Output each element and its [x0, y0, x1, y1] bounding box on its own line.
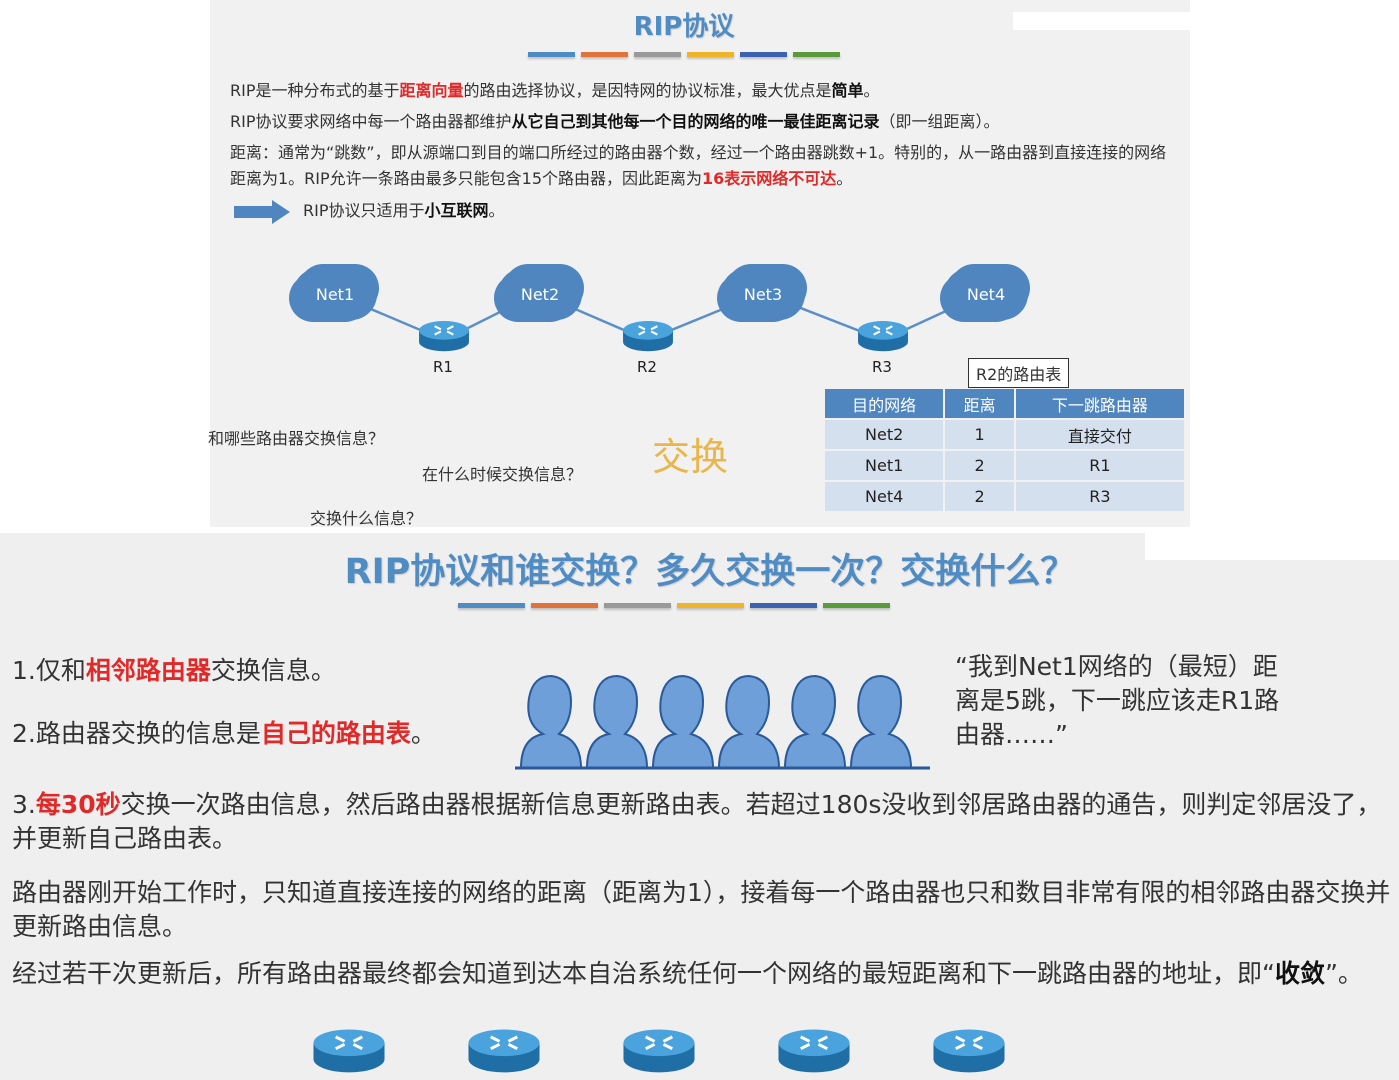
- accent-bar: [531, 603, 598, 608]
- arrow-right-icon: [234, 200, 290, 224]
- table-cell: Net2: [825, 420, 944, 449]
- text-run: 距离：通常为“跳数”，即从源端口到目的端口所经过的路由器个数，经过一个路由器跳数…: [230, 143, 1167, 188]
- exchange-word: 交换: [652, 435, 729, 479]
- slide-rip-exchange: [0, 533, 1399, 1080]
- paragraph-convergence: 经过若干次更新后，所有路由器最终都会知道到达本自治系统任何一个网络的最短距离和下…: [12, 957, 1392, 991]
- router-icon: [313, 1029, 385, 1073]
- text-run: 2.路由器交换的信息是: [12, 719, 261, 748]
- person-icon: [651, 674, 715, 769]
- highlight-text: 从它自己到其他每一个目的网络的唯一最佳距离记录: [511, 112, 880, 131]
- text-run: （即一组距离）。: [879, 112, 1000, 131]
- person-icon: [717, 674, 781, 769]
- accent-bars: [458, 603, 890, 608]
- text-run: 。: [410, 719, 436, 748]
- quote: “我到Net1网络的（最短）距离是5跳，下一跳应该走R1路由器……”: [955, 652, 1280, 749]
- text-run: 的路由选择协议，是因特网的协议标准，最大优点是: [463, 81, 832, 100]
- highlight-text: 自己的路由表: [260, 719, 411, 748]
- accent-bar: [677, 603, 744, 608]
- router-label: R3: [872, 358, 892, 376]
- highlight-text: 收敛: [1274, 959, 1325, 988]
- highlight-text: 相邻路由器: [85, 656, 211, 685]
- col-header: 目的网络: [825, 389, 944, 418]
- table-cell: 1: [945, 420, 1014, 449]
- person-icon: [585, 674, 649, 769]
- accent-bar: [528, 52, 575, 57]
- slide1-paragraph-3: 距离：通常为“跳数”，即从源端口到目的端口所经过的路由器个数，经过一个路由器跳数…: [230, 140, 1180, 192]
- point-2: 2.路由器交换的信息是自己的路由表。: [12, 717, 436, 751]
- network-cloud: Net2: [498, 268, 582, 320]
- router-label: R1: [433, 358, 453, 376]
- accent-bar: [740, 52, 787, 57]
- text-run: RIP协议只适用于: [303, 201, 425, 220]
- point-3: 3.每30秒交换一次路由信息，然后路由器根据新信息更新路由表。若超过180s没收…: [12, 788, 1387, 856]
- question-what: 交换什么信息？: [310, 509, 423, 528]
- table-cell: 2: [945, 451, 1014, 480]
- network-cloud: Net3: [721, 268, 805, 320]
- paragraph-initial-state: 路由器刚开始工作时，只知道直接连接的网络的距离（距离为1），接着每一个路由器也只…: [12, 878, 1391, 941]
- accent-bar: [823, 603, 890, 608]
- text-run: 交换信息。: [210, 656, 336, 685]
- text-run: 经过若干次更新后，所有路由器最终都会知道到达本自治系统任何一个网络的最短距离和下…: [12, 959, 1275, 988]
- accent-bars: [528, 52, 840, 57]
- accent-bar: [604, 603, 671, 608]
- router-icon: [623, 321, 673, 352]
- accent-bar: [793, 52, 840, 57]
- question-who: 和哪些路由器交换信息？: [208, 429, 385, 448]
- router-icon: [778, 1029, 850, 1073]
- router-icon: [858, 321, 908, 352]
- table-cell: R3: [1015, 482, 1184, 511]
- table-cell: R1: [1015, 451, 1184, 480]
- col-header: 距离: [945, 389, 1014, 418]
- router-label: R2: [637, 358, 657, 376]
- highlight-text: 16表示网络不可达: [702, 169, 837, 188]
- network-cloud: Net4: [944, 268, 1028, 320]
- router-icon: [468, 1029, 540, 1073]
- router-icon: [419, 321, 469, 352]
- table-cell: Net4: [825, 482, 944, 511]
- slide1-paragraph-2: RIP协议要求网络中每一个路由器都维护从它自己到其他每一个目的网络的唯一最佳距离…: [230, 109, 1180, 135]
- table-cell: Net1: [825, 451, 944, 480]
- text-run: RIP协议要求网络中每一个路由器都维护: [230, 112, 512, 131]
- text-run: 1.仅和: [12, 656, 86, 685]
- network-cloud: Net1: [293, 268, 377, 320]
- highlight-text: 简单: [831, 81, 864, 100]
- text-run: 3.: [12, 790, 36, 819]
- table-cell: 直接交付: [1015, 420, 1184, 449]
- arrow-note: RIP协议只适用于小互联网。: [303, 198, 505, 224]
- col-header: 下一跳路由器: [1015, 389, 1184, 418]
- highlight-text: 每30秒: [35, 790, 121, 819]
- routing-table-caption: R2的路由表: [968, 358, 1070, 388]
- slide2-title: RIP协议和谁交换？多久交换一次？交换什么？: [344, 552, 1076, 592]
- highlight-text: 小互联网: [424, 201, 489, 220]
- person-icon: [519, 674, 583, 769]
- white-patch: [1145, 533, 1399, 560]
- accent-bar: [581, 52, 628, 57]
- text-run: 。: [863, 81, 880, 100]
- table-cell: 2: [945, 482, 1014, 511]
- text-run: 。: [836, 169, 853, 188]
- slide1-paragraph-1: RIP是一种分布式的基于距离向量的路由选择协议，是因特网的协议标准，最大优点是简…: [230, 78, 1180, 104]
- text-run: 。: [488, 201, 505, 220]
- accent-bar: [458, 603, 525, 608]
- text-run: RIP是一种分布式的基于: [230, 81, 400, 100]
- people-whispering-icon: [515, 674, 930, 770]
- router-icon: [933, 1029, 1005, 1073]
- highlight-text: 距离向量: [399, 81, 464, 100]
- person-icon: [849, 674, 913, 769]
- accent-bar: [687, 52, 734, 57]
- router-icon: [623, 1029, 695, 1073]
- accent-bar: [750, 603, 817, 608]
- slide1-title: RIP协议: [633, 12, 735, 42]
- point-1: 1.仅和相邻路由器交换信息。: [12, 654, 336, 688]
- text-run: 交换一次路由信息，然后路由器根据新信息更新路由表。若超过180s没收到邻居路由器…: [12, 790, 1382, 853]
- question-when: 在什么时候交换信息？: [422, 465, 583, 484]
- text-run: ”。: [1324, 959, 1363, 988]
- person-icon: [783, 674, 847, 769]
- white-patch: [1013, 12, 1190, 30]
- accent-bar: [634, 52, 681, 57]
